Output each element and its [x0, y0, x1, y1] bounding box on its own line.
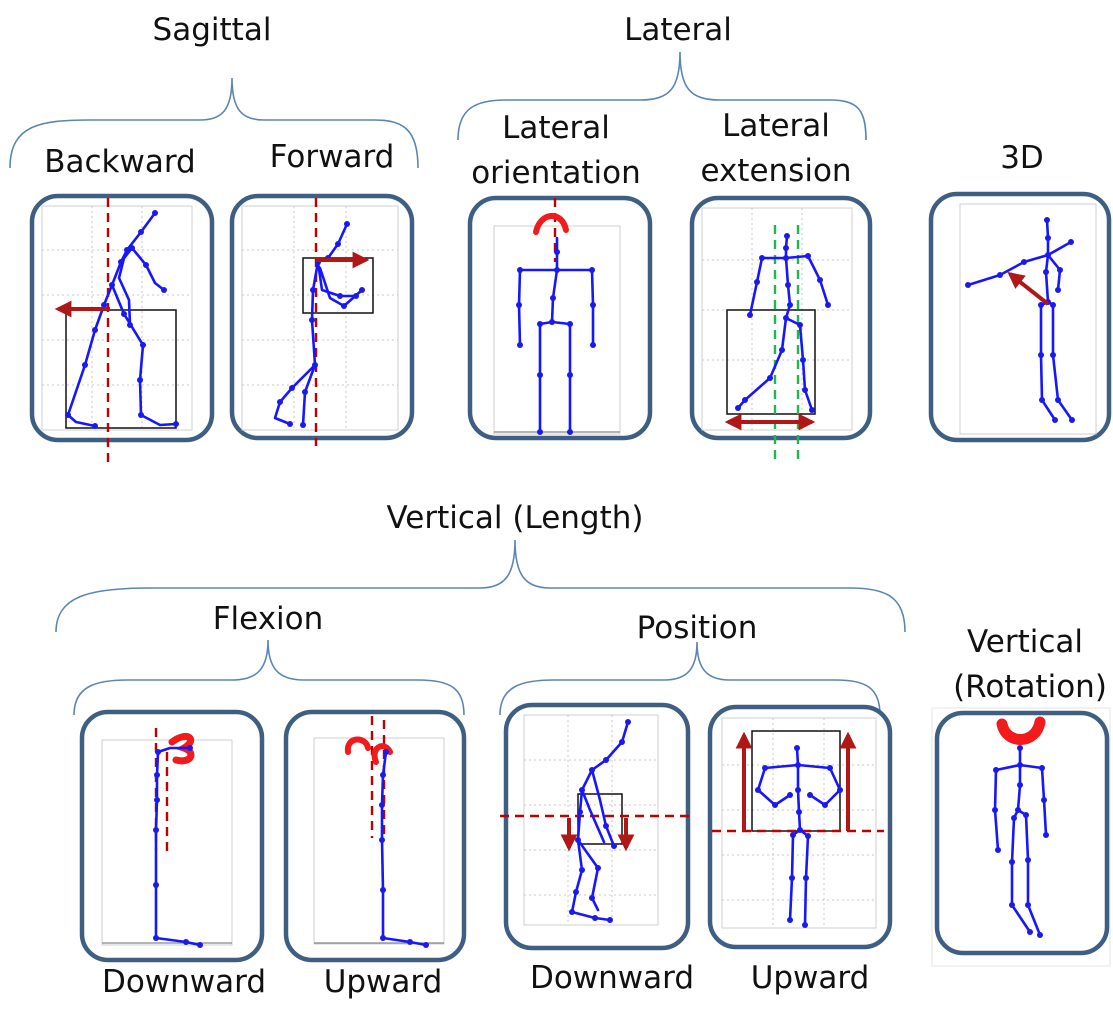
lateral-orientation-label-line2: orientation	[471, 155, 641, 191]
vertical-length-heading: Vertical (Length)	[386, 500, 643, 536]
panel-position-upward	[707, 704, 893, 950]
forward-skeleton	[273, 221, 365, 428]
lateral-extension-label-line2: extension	[700, 153, 851, 189]
backward-skeleton	[65, 210, 179, 429]
flexion-label: Flexion	[213, 601, 324, 637]
flexion-brace	[73, 639, 465, 716]
position-brace	[499, 641, 881, 716]
position-upward-label: Upward	[751, 960, 870, 996]
lateral-heading: Lateral	[624, 12, 732, 48]
vertical-rotation-skeleton	[992, 745, 1049, 938]
panel-flexion-downward	[79, 709, 265, 963]
lateral-extension-label-line1: Lateral	[722, 108, 830, 144]
panel-vertical-rotation	[931, 707, 1111, 967]
lateral-orientation-skeleton	[516, 236, 596, 435]
lateral-brace	[457, 51, 867, 141]
panel-3d	[928, 191, 1112, 443]
panel-position-downward	[500, 702, 694, 951]
panel-sagittal-forward	[229, 193, 415, 446]
panel-flexion-upward	[283, 709, 467, 963]
vertical-rotation-label-line2: (Rotation)	[953, 669, 1107, 705]
flexion-downward-skeleton	[153, 745, 203, 948]
lateral-orientation-label-line1: Lateral	[502, 110, 610, 146]
flexion-downward-label: Downward	[102, 964, 266, 1000]
rotation-icon	[996, 716, 1046, 745]
vertical-length-brace	[55, 539, 906, 633]
sagittal-brace	[9, 77, 419, 169]
position-upward-skeleton	[755, 745, 843, 928]
panel-lateral-extension	[689, 195, 873, 460]
sagittal-heading: Sagittal	[153, 12, 272, 48]
position-downward-skeleton	[569, 719, 631, 923]
3d-skeleton	[965, 217, 1075, 423]
position-label: Position	[637, 610, 758, 646]
vertical-rotation-label-line1: Vertical	[967, 624, 1083, 660]
panel-lateral-orientation	[467, 195, 653, 441]
rotation-icon	[344, 736, 393, 765]
position-downward-label: Downward	[530, 960, 694, 996]
flexion-upward-label: Upward	[324, 964, 443, 1000]
panel-sagittal-backward	[29, 193, 215, 462]
backward-label: Backward	[44, 144, 196, 180]
forward-label: Forward	[270, 139, 395, 175]
rotation-icon	[533, 213, 569, 235]
lateral-extension-skeleton	[735, 233, 831, 413]
three-d-label: 3D	[1000, 140, 1044, 176]
3d-arrow-icon	[1007, 271, 1050, 306]
flexion-upward-skeleton	[379, 749, 429, 948]
